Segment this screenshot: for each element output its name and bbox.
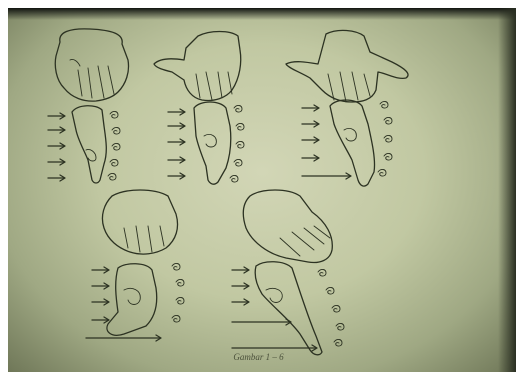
hand-top-2 (154, 32, 241, 101)
hand-top-3 (286, 30, 408, 102)
figure-caption: Gambar 1 – 6 (0, 352, 517, 362)
hand-side-4 (86, 263, 184, 341)
hand-side-2 (168, 102, 244, 184)
hand-top-4 (102, 190, 177, 254)
hand-side-1 (48, 106, 120, 183)
hand-top-5 (243, 190, 332, 263)
hand-side-3 (302, 100, 392, 186)
hand-side-5 (232, 262, 344, 355)
hand-top-1 (55, 29, 128, 101)
